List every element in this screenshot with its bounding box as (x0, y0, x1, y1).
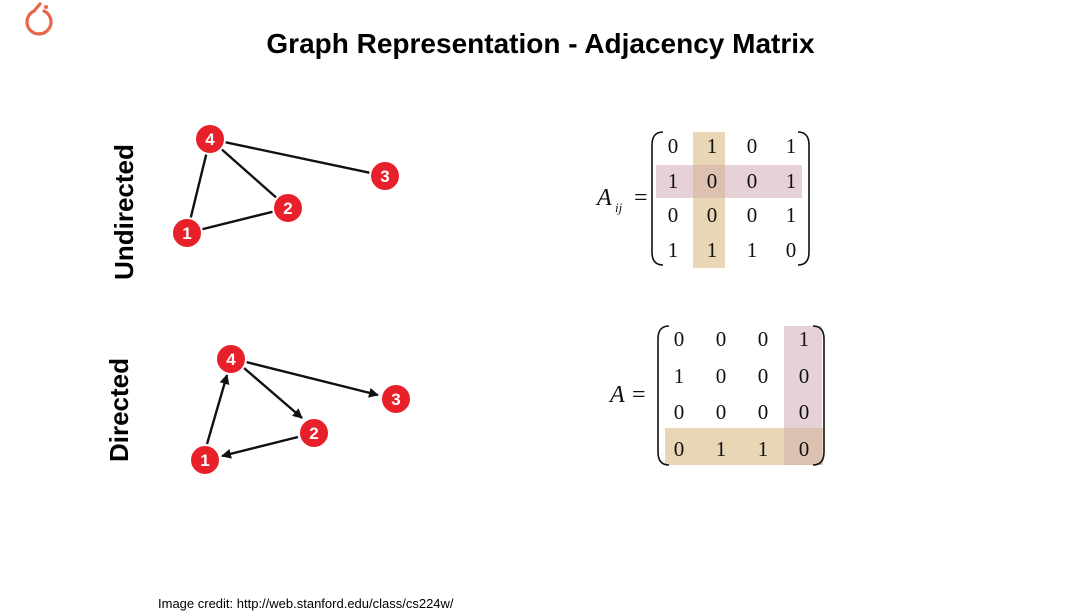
node-label: 1 (182, 224, 191, 243)
directed-node-3: 3 (380, 383, 412, 415)
matrix-cell: 0 (707, 203, 718, 227)
matrix-cell: 1 (668, 169, 679, 193)
matrix-lhs-subscript: ij (615, 200, 623, 215)
node-label: 2 (283, 199, 292, 218)
left-bracket (651, 131, 664, 266)
pytorch-logo-icon (25, 2, 53, 36)
matrix-highlights (656, 132, 802, 268)
undirected-node-3: 3 (369, 160, 401, 192)
highlight-column (693, 132, 725, 268)
edge-4-1 (185, 138, 212, 234)
matrix-cell: 0 (674, 327, 685, 351)
matrix-cell: 1 (786, 203, 797, 227)
matrix-cell: 1 (799, 327, 810, 351)
right-bracket (812, 325, 825, 466)
image-credit: Image credit: http://web.stanford.edu/cl… (158, 596, 454, 611)
matrix-cell: 0 (799, 400, 810, 424)
matrix-cell: 1 (668, 238, 679, 262)
matrix-cell: 0 (668, 203, 679, 227)
node-label: 4 (205, 130, 215, 149)
matrix-cell: 0 (758, 364, 769, 388)
matrix-cell: 0 (716, 364, 727, 388)
matrix-cells: 0 1 0 1 1 0 0 1 0 0 0 1 1 1 1 0 (668, 134, 797, 262)
node-label: 1 (200, 451, 209, 470)
matrix-cell: 0 (758, 400, 769, 424)
matrix-cell: 0 (674, 400, 685, 424)
edge-4-to-2 (243, 367, 303, 419)
highlight-overlap (784, 428, 822, 465)
node-label: 4 (226, 350, 236, 369)
directed-edges (205, 360, 379, 459)
matrix-cell: 0 (758, 327, 769, 351)
matrix-lhs: A (595, 185, 612, 211)
edge-1-to-4 (205, 374, 230, 445)
highlight-row (656, 165, 802, 198)
edge-4-2 (209, 138, 289, 209)
matrix-cell: 1 (707, 238, 718, 262)
matrix-equals: = (632, 382, 646, 408)
matrix-highlights (665, 326, 823, 465)
matrix-cell: 0 (799, 364, 810, 388)
page-title: Graph Representation - Adjacency Matrix (266, 28, 815, 59)
directed-node-4: 4 (215, 343, 247, 375)
matrix-lhs: A (608, 382, 625, 408)
right-bracket (797, 131, 810, 266)
undirected-edges (185, 137, 386, 235)
highlight-overlap (693, 165, 725, 198)
matrix-cell: 0 (747, 134, 758, 158)
node-label: 3 (391, 390, 400, 409)
matrix-cell: 0 (716, 400, 727, 424)
matrix-cell: 1 (747, 238, 758, 262)
matrix-cell: 1 (786, 169, 797, 193)
edge-4-3 (209, 137, 386, 178)
undirected-node-1: 1 (171, 217, 203, 249)
matrix-cell: 0 (799, 437, 810, 461)
matrix-cell: 1 (707, 134, 718, 158)
left-bracket (657, 325, 670, 466)
matrix-cells: 0 0 0 1 1 0 0 0 0 0 0 0 0 1 1 0 (674, 327, 810, 461)
undirected-node-2: 2 (272, 192, 304, 224)
undirected-node-4: 4 (194, 123, 226, 155)
edge-4-to-3 (245, 360, 379, 398)
directed-node-2: 2 (298, 417, 330, 449)
matrix-equals: = (634, 185, 648, 211)
matrix-cell: 1 (758, 437, 769, 461)
matrix-cell: 0 (747, 203, 758, 227)
matrix-cell: 0 (716, 327, 727, 351)
edge-2-to-1 (221, 435, 299, 459)
matrix-cell: 0 (707, 169, 718, 193)
matrix-cell: 1 (786, 134, 797, 158)
matrix-cell: 0 (674, 437, 685, 461)
matrix-cell: 0 (786, 238, 797, 262)
node-label: 2 (309, 424, 318, 443)
edge-1-2 (186, 206, 289, 235)
node-label: 3 (380, 167, 389, 186)
matrix-cell: 0 (747, 169, 758, 193)
matrix-cell: 1 (716, 437, 727, 461)
directed-node-1: 1 (189, 444, 221, 476)
matrix-cell: 0 (668, 134, 679, 158)
matrix-cell: 1 (674, 364, 685, 388)
